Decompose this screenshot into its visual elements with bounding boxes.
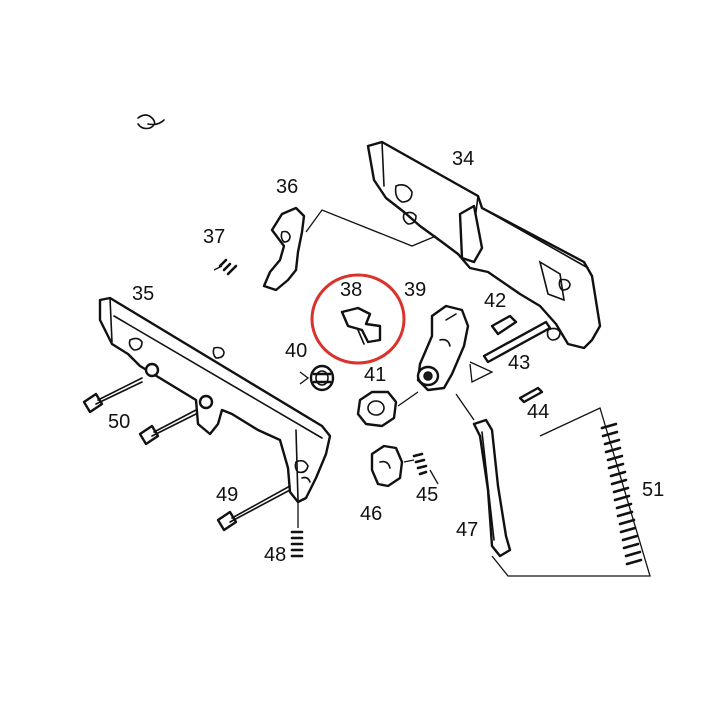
- label-46: 46: [360, 503, 382, 525]
- part-38-disconnector: [340, 306, 382, 345]
- part-47-strut: [472, 418, 512, 558]
- part-48-spring: [290, 500, 304, 558]
- part-39-hammer: [416, 304, 470, 392]
- label-36: 36: [276, 176, 298, 198]
- part-46-catch: [370, 444, 404, 488]
- label-39: 39: [404, 279, 426, 301]
- part-42-pin: [490, 314, 518, 336]
- part-43-pin: [482, 320, 552, 364]
- part-36-sear: [262, 206, 306, 292]
- stray-fragment: [137, 114, 165, 130]
- label-43: 43: [508, 352, 530, 374]
- label-37: 37: [203, 226, 225, 248]
- part-49-screw: [216, 485, 291, 532]
- leader-51-box: [491, 407, 651, 577]
- part-44-pin: [518, 386, 544, 404]
- label-47: 47: [456, 519, 478, 541]
- leader-39-47: [455, 393, 475, 421]
- part-35-frame-rail: [98, 296, 332, 504]
- part-40-spring: [299, 364, 335, 392]
- label-34: 34: [452, 148, 474, 170]
- label-51: 51: [642, 479, 664, 501]
- label-50: 50: [108, 411, 130, 433]
- label-42: 42: [484, 290, 506, 312]
- leader-39: [469, 361, 494, 383]
- label-45: 45: [416, 484, 438, 506]
- part-34-frame-rail: [366, 140, 602, 350]
- highlight-circle-38: [310, 273, 406, 365]
- part-41-link: [356, 390, 398, 428]
- label-35: 35: [132, 283, 154, 305]
- label-38: 38: [340, 279, 362, 301]
- label-44: 44: [527, 401, 549, 423]
- label-49: 49: [216, 484, 238, 506]
- part-51-mainspring: [600, 422, 643, 566]
- part-50-screws: [82, 377, 197, 446]
- part-45-spring: [403, 452, 439, 485]
- leader-36-34: [305, 209, 437, 247]
- label-48: 48: [264, 544, 286, 566]
- label-41: 41: [364, 364, 386, 386]
- label-40: 40: [285, 340, 307, 362]
- part-37-spring: [213, 258, 238, 276]
- leader-41: [397, 391, 419, 407]
